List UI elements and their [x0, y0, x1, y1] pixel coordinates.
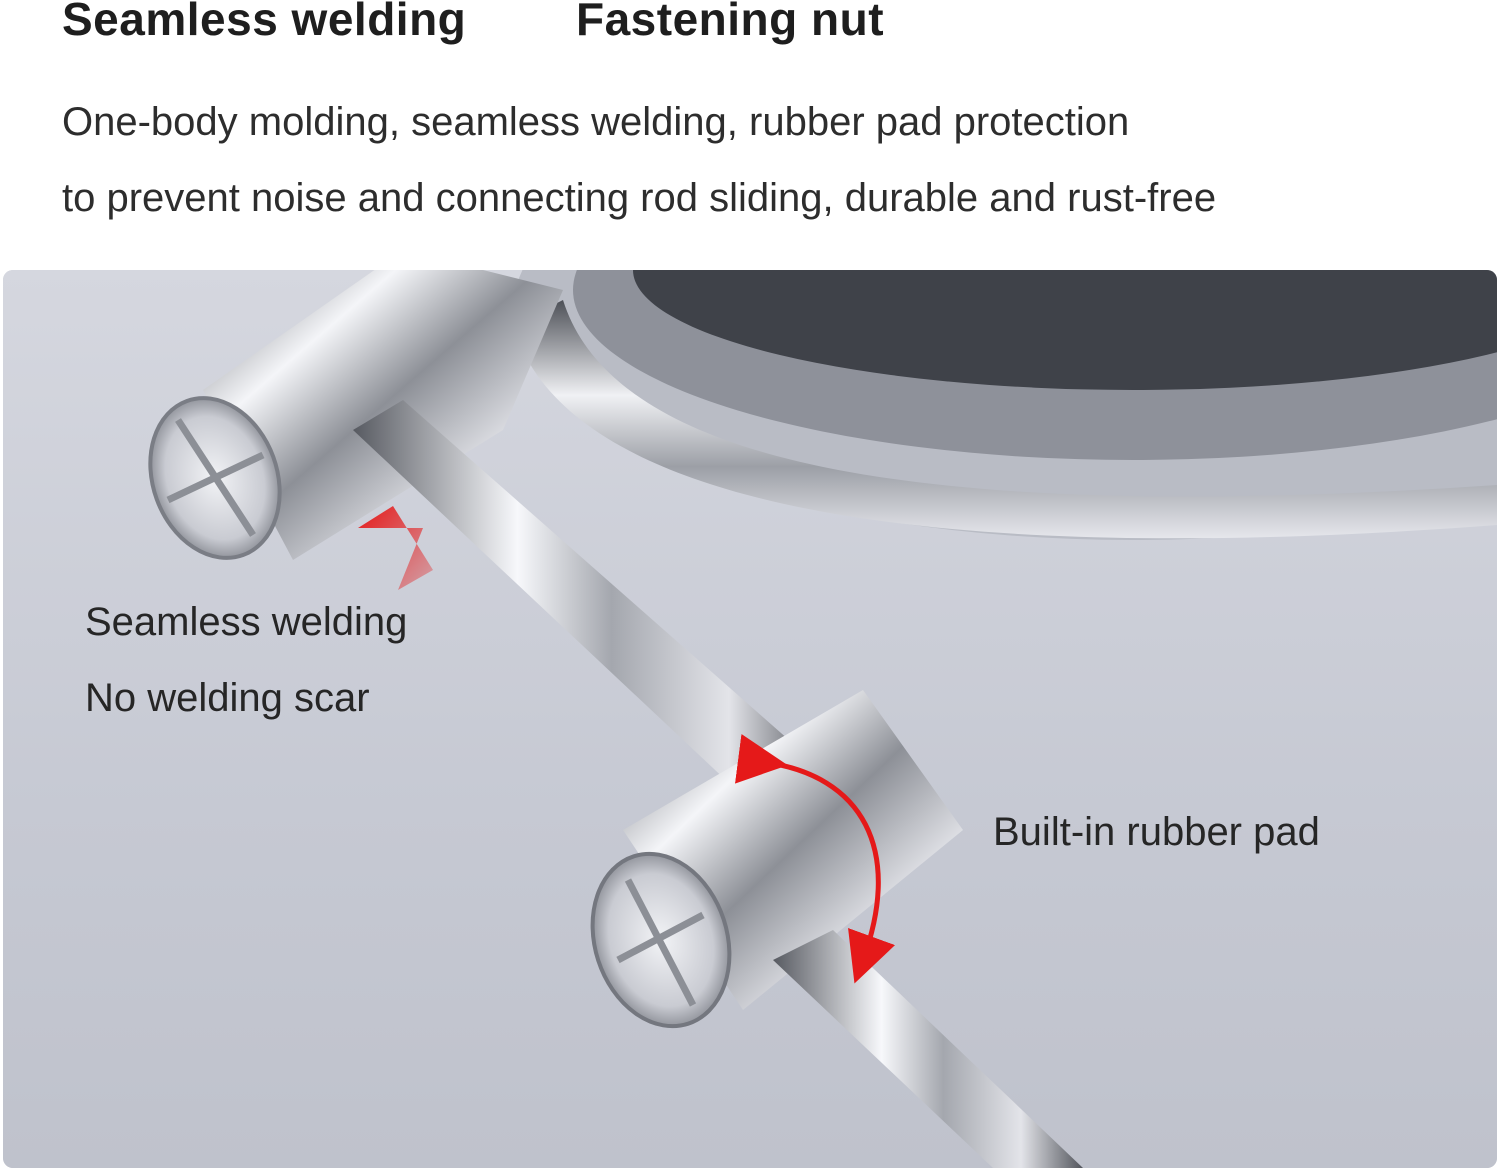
title-seamless-welding: Seamless welding	[62, 0, 467, 45]
callout-rubber-pad: Built-in rubber pad	[993, 810, 1320, 854]
description-line-1: One-body molding, seamless welding, rubb…	[62, 100, 1130, 144]
callout-seamless-welding: Seamless welding	[85, 600, 408, 644]
product-photo: Seamless welding No welding scar Built-i…	[3, 270, 1497, 1168]
mirror-arm-illustration	[3, 270, 1497, 1168]
rotation-arrow	[734, 733, 896, 984]
header: Seamless welding Fastening nut One-body …	[0, 0, 1500, 268]
callout-no-welding-scar: No welding scar	[85, 676, 370, 720]
weld-pointer-arrow	[358, 506, 433, 590]
description-line-2: to prevent noise and connecting rod slid…	[62, 176, 1217, 220]
title-fastening-nut: Fastening nut	[576, 0, 885, 45]
